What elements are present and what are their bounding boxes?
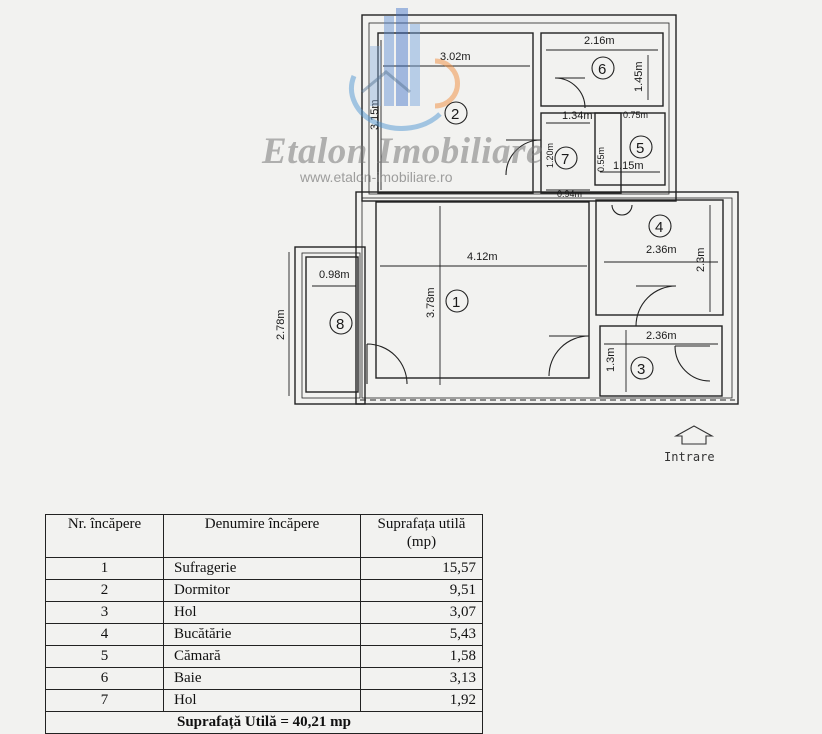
room-name-cell: Sufragerie — [163, 557, 361, 580]
room-area-cell: 3,13 — [360, 667, 483, 690]
table-row: 3 Hol 3,07 — [45, 601, 483, 624]
dim-label: 0.75m — [623, 110, 648, 120]
header-room-area: Suprafața utilă (mp) — [360, 514, 483, 558]
room-number-8: 8 — [336, 316, 344, 333]
room-number-3: 3 — [637, 361, 645, 378]
dim-label: 1.3m — [605, 348, 617, 372]
entrance-label: Intrare — [664, 450, 715, 464]
dim-label: 1.34m — [562, 110, 593, 122]
room-name-cell: Baie — [163, 667, 361, 690]
header-room-name: Denumire încăpere — [163, 514, 361, 558]
table-row: 1 Sufragerie 15,57 — [45, 557, 483, 580]
header-room-number: Nr. încăpere — [45, 514, 164, 558]
room-number-cell: 7 — [45, 689, 164, 712]
room-number-6: 6 — [598, 61, 606, 78]
dim-label: 0.94m — [557, 189, 582, 199]
room-area-cell: 15,57 — [360, 557, 483, 580]
room-number-cell: 4 — [45, 623, 164, 646]
room-name-cell: Hol — [163, 601, 361, 624]
entrance-arrow-icon — [673, 425, 715, 445]
room-number-1: 1 — [452, 294, 460, 311]
dim-label: 2.36m — [646, 330, 677, 342]
watermark-url: www.etalon-imobiliare.ro — [300, 169, 453, 185]
room-area-cell: 1,92 — [360, 689, 483, 712]
room-name-cell: Cămară — [163, 645, 361, 668]
dim-label: 1.15m — [613, 160, 644, 172]
room-number-4: 4 — [655, 219, 663, 236]
room-number-5: 5 — [636, 140, 644, 157]
room-number-cell: 6 — [45, 667, 164, 690]
dim-label: 3.02m — [440, 51, 471, 63]
room-area-cell: 9,51 — [360, 579, 483, 602]
dim-label: 2.16m — [584, 35, 615, 47]
dim-label: 2.78m — [275, 309, 287, 340]
room-number-2: 2 — [451, 106, 459, 123]
table-row: 7 Hol 1,92 — [45, 689, 483, 712]
dim-label: 2.3m — [695, 248, 707, 272]
dim-label: 3.78m — [425, 287, 437, 318]
etalon-logo-icon — [349, 8, 460, 131]
room-number-7: 7 — [561, 151, 569, 168]
table-total-row: Suprafață Utilă = 40,21 mp — [45, 711, 483, 734]
dim-label: 2.36m — [646, 244, 677, 256]
room-number-cell: 3 — [45, 601, 164, 624]
room-number-cell: 5 — [45, 645, 164, 668]
room-area-cell: 5,43 — [360, 623, 483, 646]
dim-label: 1.45m — [633, 61, 645, 92]
room-area-cell: 1,58 — [360, 645, 483, 668]
room-area-table: Nr. încăpere Denumire încăpere Suprafața… — [45, 514, 483, 734]
table-row: 6 Baie 3,13 — [45, 667, 483, 690]
room-name-cell: Bucătărie — [163, 623, 361, 646]
dim-label: 4.12m — [467, 251, 498, 263]
table-row: 5 Cămară 1,58 — [45, 645, 483, 668]
room-number-cell: 1 — [45, 557, 164, 580]
table-row: 4 Bucătărie 5,43 — [45, 623, 483, 646]
table-row: 2 Dormitor 9,51 — [45, 579, 483, 602]
dim-label: 0.98m — [319, 269, 350, 281]
dim-label: 1.20m — [545, 143, 555, 168]
dim-label: 0.55m — [596, 147, 606, 172]
watermark-brand: Etalon Imobiliare — [262, 131, 543, 172]
room-name-cell: Hol — [163, 689, 361, 712]
total-area-cell: Suprafață Utilă = 40,21 mp — [45, 711, 483, 734]
room-name-cell: Dormitor — [163, 579, 361, 602]
table-header-row: Nr. încăpere Denumire încăpere Suprafața… — [45, 514, 483, 558]
room-area-cell: 3,07 — [360, 601, 483, 624]
room-number-cell: 2 — [45, 579, 164, 602]
